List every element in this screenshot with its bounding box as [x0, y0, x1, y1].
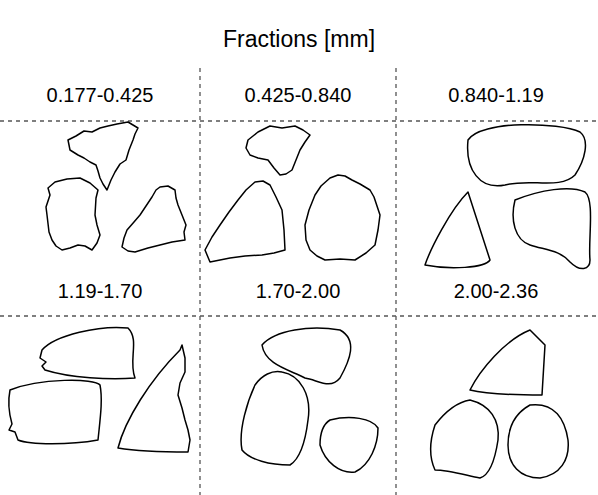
- particle-outline: [468, 125, 586, 186]
- particle-outline: [430, 400, 498, 478]
- particle-outline: [470, 330, 545, 395]
- fraction-label: 0.425-0.840: [243, 84, 354, 107]
- particle-outlines: [9, 122, 591, 478]
- vertical-divider: [199, 68, 200, 495]
- vertical-divider: [395, 68, 396, 495]
- particle-outline: [122, 186, 186, 252]
- particle-outline: [9, 380, 102, 443]
- horizontal-divider: [0, 315, 598, 316]
- particle-outline: [205, 181, 285, 262]
- figure-title: Fractions [mm]: [221, 26, 377, 52]
- horizontal-divider: [0, 120, 598, 121]
- particle-outline: [246, 126, 310, 175]
- fraction-label: 0.840-1.19: [446, 84, 546, 107]
- particle-outline: [425, 192, 490, 268]
- particle-outline: [118, 345, 190, 452]
- particle-outline: [513, 189, 590, 269]
- particle-outline: [46, 178, 100, 250]
- particle-outline: [305, 175, 380, 260]
- particle-outline: [262, 328, 351, 384]
- particle-outline: [40, 327, 135, 378]
- particle-outline: [508, 405, 568, 478]
- particle-outline: [241, 372, 309, 465]
- fraction-label: 1.70-2.00: [254, 280, 343, 303]
- particle-outline: [68, 122, 138, 190]
- particle-outline: [320, 418, 378, 473]
- fraction-label: 0.177-0.425: [45, 84, 156, 107]
- fraction-label: 1.19-1.70: [56, 280, 145, 303]
- cell-dividers: [0, 68, 598, 495]
- fraction-label: 2.00-2.36: [452, 280, 541, 303]
